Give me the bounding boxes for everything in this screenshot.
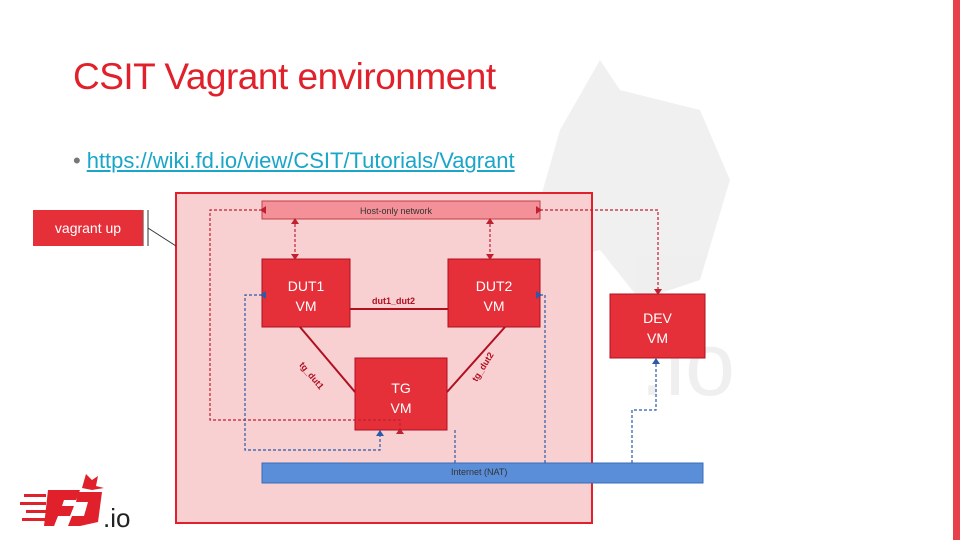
fdio-logo-icon xyxy=(20,474,104,526)
dut1-vm-box xyxy=(261,258,351,328)
dut2-vm-name: DUT2 xyxy=(475,278,513,294)
dut2-vm-type: VM xyxy=(483,298,505,314)
tg-dut2-link xyxy=(446,326,506,393)
tg-dut1-link xyxy=(299,326,356,393)
dev-vm-type: VM xyxy=(647,330,668,346)
vagrant-up-callout: vagrant up xyxy=(33,210,143,246)
dev-vm-name: DEV xyxy=(643,310,672,326)
host-only-network-label: Host-only network xyxy=(360,206,433,216)
callout-pointer xyxy=(147,227,177,247)
host-only-links xyxy=(209,209,659,430)
dev-vm-label: DEV VM xyxy=(610,308,705,348)
slide-title: CSIT Vagrant environment xyxy=(73,56,496,97)
dut1-vm-label: DUT1 VM xyxy=(262,276,350,316)
tg-vm-type: VM xyxy=(390,400,412,416)
dut1-vm-type: VM xyxy=(295,298,317,314)
internet-nat-label: Internet (NAT) xyxy=(451,467,508,477)
tg-vm-label: TG VM xyxy=(355,378,447,418)
internet-nat-bar xyxy=(261,462,704,484)
bullet-dot: • xyxy=(73,148,81,173)
dut1-vm-name: DUT1 xyxy=(287,278,325,294)
tg-vm-name: TG xyxy=(391,380,411,396)
right-accent-bar xyxy=(953,0,960,540)
dut2-vm-label: DUT2 VM xyxy=(448,276,540,316)
dut2-vm-box xyxy=(447,258,541,328)
wiki-link[interactable]: https://wiki.fd.io/view/CSIT/Tutorials/V… xyxy=(86,148,515,173)
internet-arrowheads xyxy=(260,291,660,436)
host-only-arrowheads xyxy=(260,206,662,434)
internet-links xyxy=(244,294,657,463)
bullet-item: •https://wiki.fd.io/view/CSIT/Tutorials/… xyxy=(73,148,515,174)
dut1-dut2-link-label: dut1_dut2 xyxy=(372,296,416,306)
fdio-logo-text: .io xyxy=(103,503,131,533)
dev-vm-box xyxy=(609,293,706,359)
